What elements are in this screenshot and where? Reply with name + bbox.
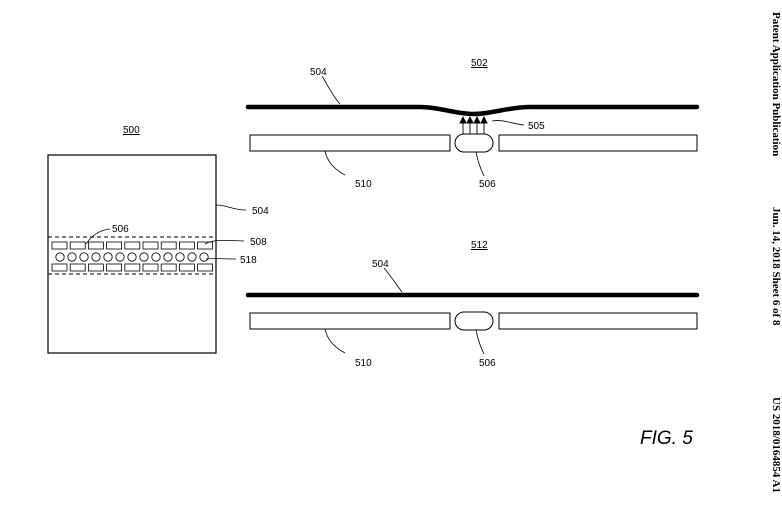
leader-506-bottom xyxy=(475,329,485,355)
small-circle xyxy=(151,252,161,262)
small-rectangle xyxy=(69,263,86,272)
leader-504-top xyxy=(321,75,341,105)
header-number: US 2018/0164854 A1 xyxy=(770,397,782,493)
leader-506-top xyxy=(475,151,485,177)
ref-500-label: 500 xyxy=(123,125,140,136)
small-circle xyxy=(199,252,209,262)
small-rectangle xyxy=(160,241,177,250)
small-rectangle xyxy=(69,241,86,250)
flexible-layer-504-deformed xyxy=(245,104,700,117)
ref-512-label: 512 xyxy=(471,240,488,251)
figure-label: FIG. 5 xyxy=(640,428,693,449)
leader-504-bottom xyxy=(383,267,403,293)
small-rectangle xyxy=(197,263,214,272)
small-rectangle xyxy=(178,241,195,250)
small-circle xyxy=(163,252,173,262)
plate-510-bottom-left xyxy=(249,312,451,330)
ref-502-label: 502 xyxy=(471,58,488,69)
ref-506-top-label: 506 xyxy=(479,179,496,190)
small-rectangle xyxy=(124,241,141,250)
small-rectangle xyxy=(197,241,214,250)
small-circle xyxy=(103,252,113,262)
ref-504-side-label: 504 xyxy=(252,206,269,217)
small-rectangle xyxy=(124,263,141,272)
pill-506-bottom xyxy=(454,311,494,331)
ref-506-bottom-label: 506 xyxy=(479,358,496,369)
ref-518-side-label: 518 xyxy=(240,255,257,266)
leader-505 xyxy=(491,120,525,126)
ref-504-top-label: 504 xyxy=(310,67,327,78)
circle-row-518 xyxy=(55,252,209,262)
small-circle xyxy=(55,252,65,262)
small-circle xyxy=(187,252,197,262)
small-circle xyxy=(115,252,125,262)
leader-504-side xyxy=(215,204,247,211)
page-header: Patent Application Publication Jun. 14, … xyxy=(770,12,782,493)
small-rectangle xyxy=(88,241,104,250)
small-circle xyxy=(91,252,101,262)
panel-500-outline xyxy=(47,154,217,354)
ref-504-bottom-label: 504 xyxy=(372,259,389,270)
small-rectangle xyxy=(160,263,177,272)
pressure-arrows-505 xyxy=(459,115,488,134)
small-rectangle xyxy=(106,263,122,272)
leader-510-top xyxy=(324,150,346,176)
rectangle-row-508 xyxy=(51,241,214,272)
small-circle xyxy=(175,252,185,262)
small-rectangle xyxy=(142,263,159,272)
small-rectangle xyxy=(88,263,104,272)
small-rectangle xyxy=(51,241,68,250)
plate-510-top-right xyxy=(498,134,698,152)
small-circle xyxy=(139,252,149,262)
small-circle xyxy=(127,252,137,262)
plate-510-bottom-right xyxy=(498,312,698,330)
ref-508-side-label: 508 xyxy=(250,237,267,248)
small-rectangle xyxy=(178,263,195,272)
ref-506-side-label: 506 xyxy=(112,224,129,235)
pill-506-top xyxy=(454,133,494,153)
small-rectangle xyxy=(51,263,68,272)
ref-505-label: 505 xyxy=(528,121,545,132)
header-publication: Patent Application Publication xyxy=(770,12,782,156)
leader-506-side xyxy=(85,228,111,245)
ref-510-top-label: 510 xyxy=(355,179,372,190)
ref-510-bottom-label: 510 xyxy=(355,358,372,369)
small-circle xyxy=(79,252,89,262)
leader-510-bottom xyxy=(324,328,346,354)
small-rectangle xyxy=(106,241,122,250)
small-circle xyxy=(67,252,77,262)
leader-508-side xyxy=(204,240,245,245)
header-date-sheet: Jun. 14, 2018 Sheet 6 of 8 xyxy=(770,207,782,326)
plate-510-top-left xyxy=(249,134,451,152)
small-rectangle xyxy=(142,241,159,250)
